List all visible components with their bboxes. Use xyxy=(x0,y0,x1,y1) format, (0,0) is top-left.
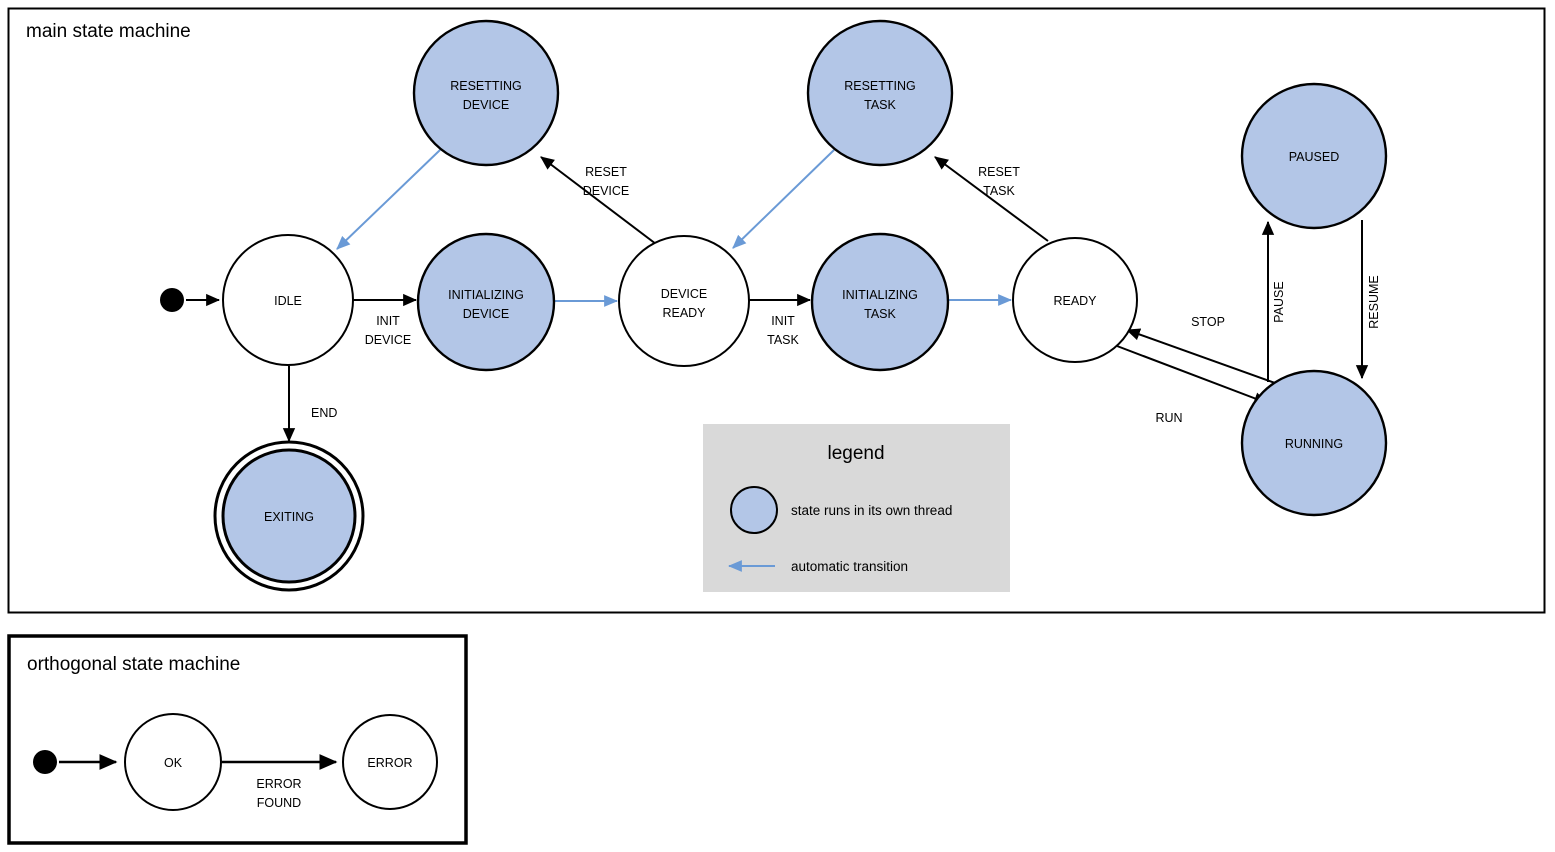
state-resetting-device-label-line1: RESETTING xyxy=(450,79,522,93)
state-ok-label: OK xyxy=(164,756,183,770)
legend-threaded-state-text: state runs in its own thread xyxy=(791,503,952,518)
state-resetting-device-circle[interactable] xyxy=(412,19,560,167)
state-initializing-task-label-line1: INITIALIZING xyxy=(842,288,918,302)
orthogonal-states: OK ERROR xyxy=(33,713,438,811)
state-initializing-task-label-line2: TASK xyxy=(864,307,896,321)
edge-label-stop: STOP xyxy=(1191,315,1225,329)
edge-label-error-found-line2: FOUND xyxy=(257,796,301,810)
state-resetting-device-label-line2: DEVICE xyxy=(463,98,510,112)
edge-running-to-ready xyxy=(1125,328,1276,384)
state-device-ready-label-line1: DEVICE xyxy=(661,287,708,301)
edge-label-error-found-line1: ERROR xyxy=(256,777,301,791)
state-exiting-circle[interactable] xyxy=(221,448,357,584)
state-running-label: RUNNING xyxy=(1285,437,1343,451)
orthogonal-transition-labels: ERROR FOUND xyxy=(256,777,301,810)
state-idle-label: IDLE xyxy=(274,294,302,308)
state-exiting-label: EXITING xyxy=(264,510,314,524)
state-running-circle[interactable] xyxy=(1240,369,1388,517)
edge-label-pause: PAUSE xyxy=(1272,281,1286,322)
edge-device-ready-to-resetting-device xyxy=(540,156,657,245)
main-transition-labels: INIT DEVICE RESET DEVICE INIT TASK RESET… xyxy=(311,165,1381,425)
state-error[interactable]: ERROR xyxy=(342,714,438,810)
start-marker-orthogonal xyxy=(33,750,57,774)
edge-label-init-device-line1: INIT xyxy=(376,314,400,328)
main-states: IDLE RESETTING DEVICE INITIALIZING DEVIC… xyxy=(160,19,1388,592)
state-paused-circle[interactable] xyxy=(1240,82,1388,230)
edge-label-resume: RESUME xyxy=(1367,275,1381,328)
state-error-circle[interactable] xyxy=(342,714,438,810)
start-marker-main xyxy=(160,288,184,312)
legend-auto-transition-text: automatic transition xyxy=(791,559,908,574)
main-transitions xyxy=(186,149,1369,443)
legend-title: legend xyxy=(827,443,884,464)
state-paused-label: PAUSED xyxy=(1289,150,1339,164)
state-initializing-task[interactable]: INITIALIZING TASK xyxy=(810,232,950,372)
state-ready-label: READY xyxy=(1053,294,1097,308)
state-device-ready-circle[interactable] xyxy=(618,235,750,367)
state-resetting-task-label-line1: RESETTING xyxy=(844,79,916,93)
edge-label-init-device-line2: DEVICE xyxy=(365,333,412,347)
state-paused[interactable]: PAUSED xyxy=(1240,82,1388,230)
state-initializing-device-circle[interactable] xyxy=(416,232,556,372)
state-ready[interactable]: READY xyxy=(1012,237,1138,363)
edge-label-reset-device-line1: RESET xyxy=(585,165,627,179)
state-ok-circle[interactable] xyxy=(124,713,222,811)
state-idle-circle[interactable] xyxy=(222,234,354,366)
orthogonal-frame-title: orthogonal state machine xyxy=(27,654,240,675)
state-initializing-device-label-line1: INITIALIZING xyxy=(448,288,524,302)
state-initializing-task-circle[interactable] xyxy=(810,232,950,372)
state-exiting[interactable]: EXITING xyxy=(213,440,365,592)
state-resetting-task-label-line2: TASK xyxy=(864,98,896,112)
edge-label-init-task-line2: TASK xyxy=(767,333,799,347)
state-idle[interactable]: IDLE xyxy=(222,234,354,366)
legend-threaded-state-swatch xyxy=(730,486,778,534)
edge-label-run: RUN xyxy=(1155,411,1182,425)
edge-label-init-task-line1: INIT xyxy=(771,314,795,328)
state-error-label: ERROR xyxy=(367,756,412,770)
state-device-ready-label-line2: READY xyxy=(662,306,706,320)
state-resetting-device[interactable]: RESETTING DEVICE xyxy=(412,19,560,167)
edge-resetting-device-to-idle xyxy=(336,149,441,250)
state-initializing-device[interactable]: INITIALIZING DEVICE xyxy=(416,232,556,372)
state-resetting-task-circle[interactable] xyxy=(806,19,954,167)
edge-label-end: END xyxy=(311,406,337,420)
state-initializing-device-label-line2: DEVICE xyxy=(463,307,510,321)
main-frame-title: main state machine xyxy=(26,21,191,42)
edge-label-reset-task-line1: RESET xyxy=(978,165,1020,179)
state-ok[interactable]: OK xyxy=(124,713,222,811)
state-resetting-task[interactable]: RESETTING TASK xyxy=(806,19,954,167)
state-device-ready[interactable]: DEVICE READY xyxy=(618,235,750,367)
state-running[interactable]: RUNNING xyxy=(1240,369,1388,517)
edge-resetting-task-to-device-ready xyxy=(732,149,835,249)
edge-ready-to-running xyxy=(1116,345,1269,405)
edge-ready-to-resetting-task xyxy=(934,156,1049,242)
edge-label-reset-task-line2: TASK xyxy=(983,184,1015,198)
edge-label-reset-device-line2: DEVICE xyxy=(583,184,630,198)
state-ready-circle[interactable] xyxy=(1012,237,1138,363)
legend: legend state runs in its own thread auto… xyxy=(703,424,1010,592)
